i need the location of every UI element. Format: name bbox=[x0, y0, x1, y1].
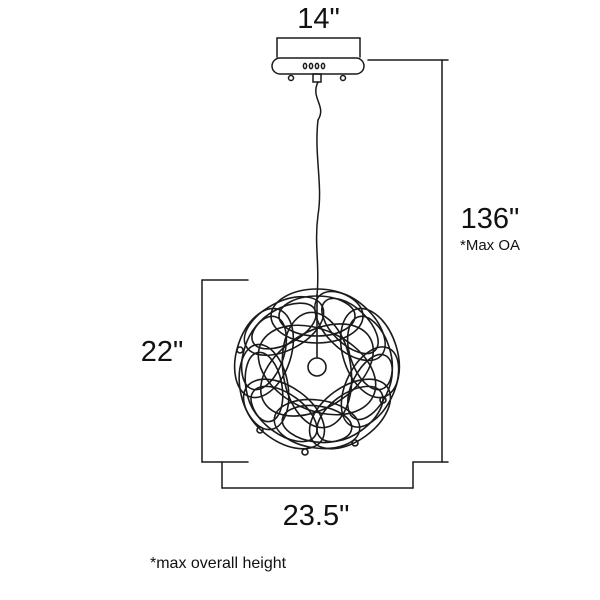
max-oa-note-label: *Max OA bbox=[459, 237, 520, 254]
canopy-width-label: 14" bbox=[297, 3, 340, 35]
pendant-scribble-ball bbox=[233, 288, 401, 456]
cord-drawing bbox=[315, 81, 322, 296]
fixture-height-label: 22" bbox=[140, 336, 184, 368]
canopy-drawing bbox=[271, 57, 365, 83]
footnote-max-overall-height: *max overall height bbox=[150, 555, 287, 572]
dimension-fixture-width-lines bbox=[221, 461, 414, 489]
dimension-canopy-width-lines bbox=[276, 37, 361, 58]
max-overall-height-label: 136" bbox=[460, 203, 520, 235]
fixture-width-label: 23.5" bbox=[282, 500, 350, 532]
dimension-max-height-lines bbox=[367, 59, 449, 463]
dimension-fixture-height-lines bbox=[201, 279, 249, 463]
bulb-icon bbox=[307, 357, 327, 377]
